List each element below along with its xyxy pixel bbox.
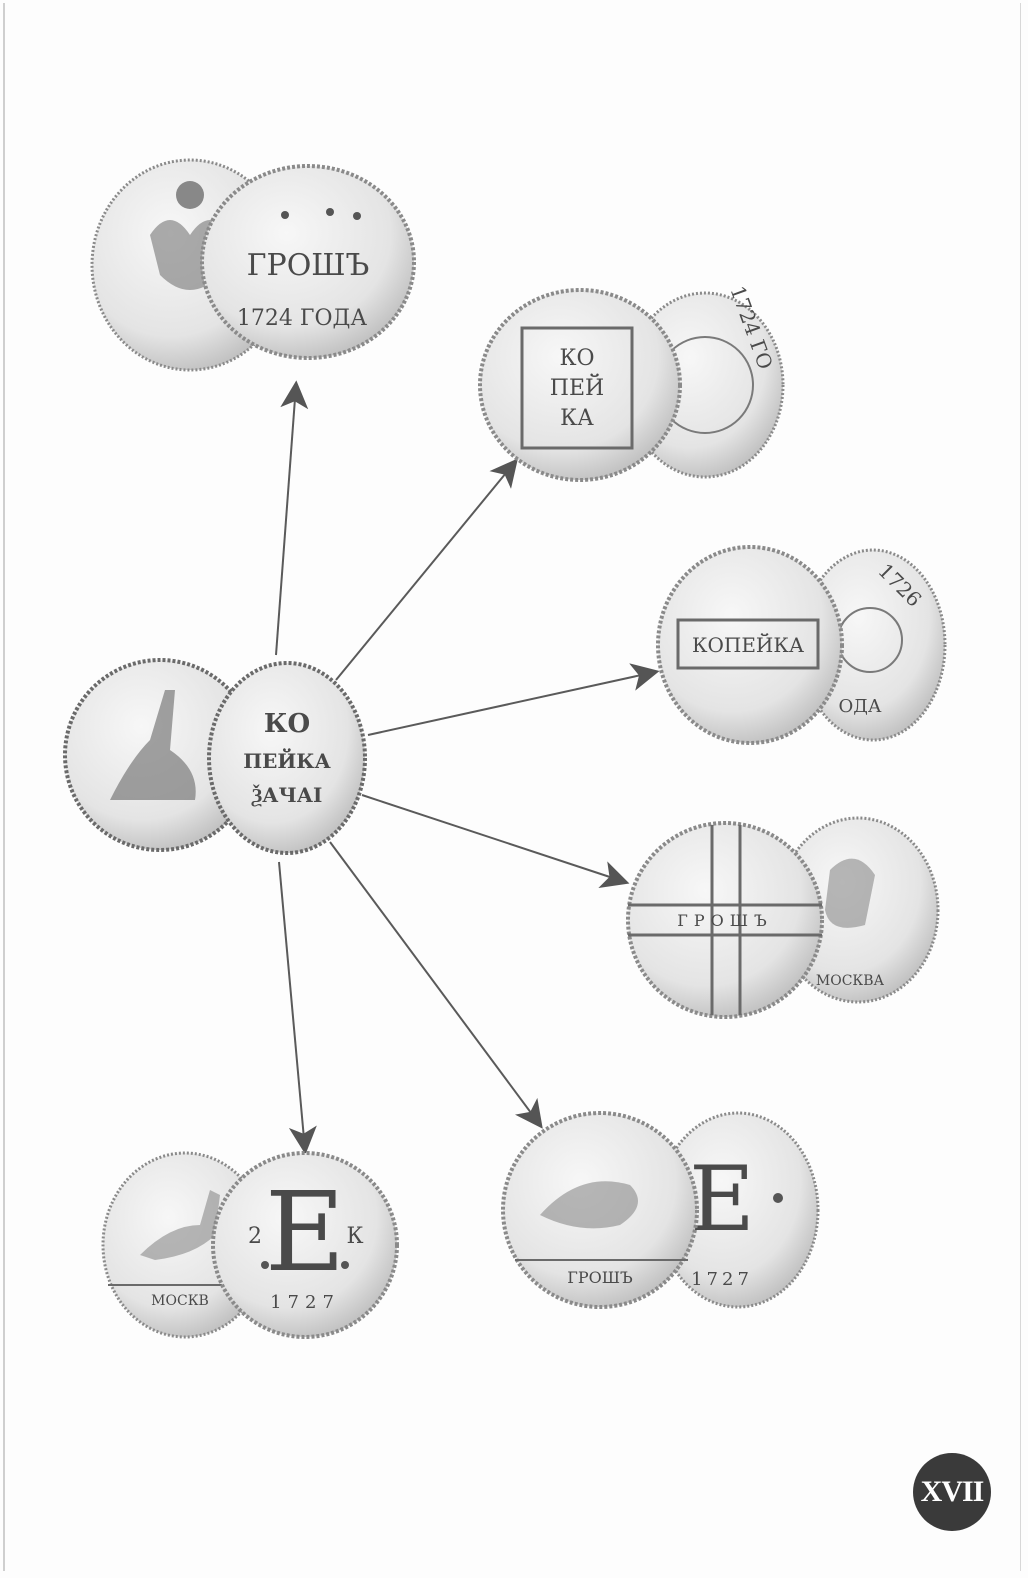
top-left-reverse-line-1: ГРОШЪ — [247, 248, 370, 283]
right-1-obverse: КОПЕЙКА — [692, 632, 804, 657]
coin-pair-center: КО ПЕЙКА ѮАЧАІ — [65, 660, 365, 853]
bottom-right-monogram: Е — [689, 1147, 755, 1252]
arrow-to-top-left — [276, 385, 296, 655]
right-2-reverse: МОСКВА — [816, 973, 885, 989]
coin-pair-right-2: МОСКВА ГРОШЪ — [628, 818, 938, 1017]
center-line-1: КО — [264, 709, 310, 739]
coin-pair-bottom-right: Е 1727 ГРОШЪ — [503, 1113, 818, 1307]
bottom-left-denom-right: К — [346, 1224, 363, 1249]
arrow-to-top-right — [336, 462, 515, 680]
bottom-right-date: 1727 — [691, 1269, 753, 1290]
coin-pair-top-right: 1724 ГО КО ПЕЙ КА — [480, 283, 783, 480]
right-1-sub: ОДА — [838, 696, 881, 717]
bottom-right-exergue: ГРОШЪ — [567, 1268, 633, 1287]
coin-pair-right-1: 1726 ОДА КОПЕЙКА — [658, 547, 945, 743]
plate-number-badge: XVII — [913, 1453, 991, 1531]
top-right-line-3: КА — [560, 406, 594, 431]
arrow-to-right-1 — [368, 672, 655, 735]
top-left-reverse-line-2: 1724 ГОДА — [237, 306, 367, 331]
center-line-3: ѮАЧАІ — [251, 783, 323, 807]
top-right-line-1: КО — [559, 346, 594, 371]
coin-pair-bottom-left: МОСКВ 2 Е К 1727 — [103, 1153, 397, 1337]
center-line-2: ПЕЙКА — [243, 747, 331, 773]
bottom-left-exergue: МОСКВ — [151, 1293, 209, 1309]
bottom-left-denom-left: 2 — [248, 1224, 262, 1249]
bottom-left-monogram: Е — [265, 1168, 345, 1296]
right-2-cross-h: ГРОШЪ — [677, 911, 772, 930]
bottom-left-date: 1727 — [270, 1292, 340, 1313]
top-right-line-2: ПЕЙ — [550, 373, 604, 401]
arrow-to-bottom-left — [279, 862, 305, 1150]
coin-pair-top-left: ГРОШЪ 1724 ГОДА — [92, 160, 414, 370]
arrow-to-right-2 — [362, 795, 625, 882]
arrow-to-bottom-right — [330, 842, 540, 1125]
